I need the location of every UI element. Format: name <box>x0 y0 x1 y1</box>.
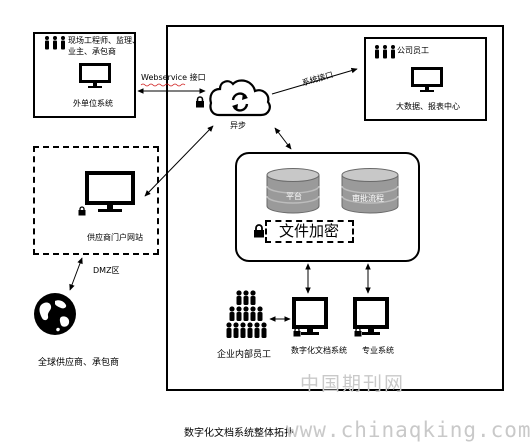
arrow-dmz-globe <box>69 257 83 291</box>
people-group-icon <box>375 45 395 59</box>
company-staff-label: 公司员工 <box>397 46 429 55</box>
lock-icon <box>254 224 264 238</box>
monitor-icon <box>353 297 389 335</box>
monitor-icon <box>292 297 328 335</box>
lock-icon <box>354 327 362 337</box>
global-suppliers-label: 全球供应商、承包商 <box>38 358 120 368</box>
external-unit-box <box>33 32 136 118</box>
people-group-icon <box>45 36 65 50</box>
staff-crowd-icon <box>226 290 267 338</box>
lock-icon <box>78 206 86 216</box>
main-frame <box>166 25 504 391</box>
lock-icon <box>196 96 204 108</box>
file-encryption-label: 文件加密 <box>279 222 340 240</box>
cloud-sync-icon <box>209 79 271 117</box>
monitor-icon <box>411 67 443 92</box>
arrow-cloud-core <box>274 127 292 150</box>
watermark-cn: 中国期刊网 <box>300 373 406 395</box>
encryption-box <box>265 220 354 243</box>
webservice-underline <box>140 83 186 87</box>
data-center-label: 大数据、报表中心 <box>396 102 460 111</box>
dmz-zone-label: DMZ区 <box>93 266 120 275</box>
company-staff-box <box>364 37 487 121</box>
core-rounded-box <box>235 152 420 262</box>
pro-system-label: 专业系统 <box>362 346 394 355</box>
supplier-portal-label: 供应商门户网站 <box>87 233 143 242</box>
monitor-icon <box>79 63 111 88</box>
webservice-interface-label: Webservice 接口 <box>141 73 206 82</box>
external-roles-label: 现场工程师、监理、 业主、承包商 <box>68 36 140 56</box>
database-platform-icon <box>266 168 320 214</box>
watermark-url: www.chinaqking.com <box>286 418 530 442</box>
internal-staff-label: 企业内部员工 <box>217 350 272 360</box>
arrow-cloud-company <box>271 67 358 95</box>
platform-label: 平台 <box>286 192 302 201</box>
arrow-cloud-dmz <box>144 125 214 197</box>
lock-icon <box>293 327 301 337</box>
dmz-box <box>33 146 159 255</box>
external-system-label: 外单位系统 <box>73 99 113 108</box>
database-approval-icon <box>341 168 399 214</box>
monitor-icon <box>85 171 135 212</box>
doc-system-label: 数字化文档系统 <box>291 346 347 355</box>
async-label: 异步 <box>230 121 246 130</box>
approval-flow-label: 审批流程 <box>352 194 384 203</box>
globe-icon <box>34 293 76 335</box>
figure-caption: 数字化文档系统整体拓扑 <box>184 428 294 439</box>
